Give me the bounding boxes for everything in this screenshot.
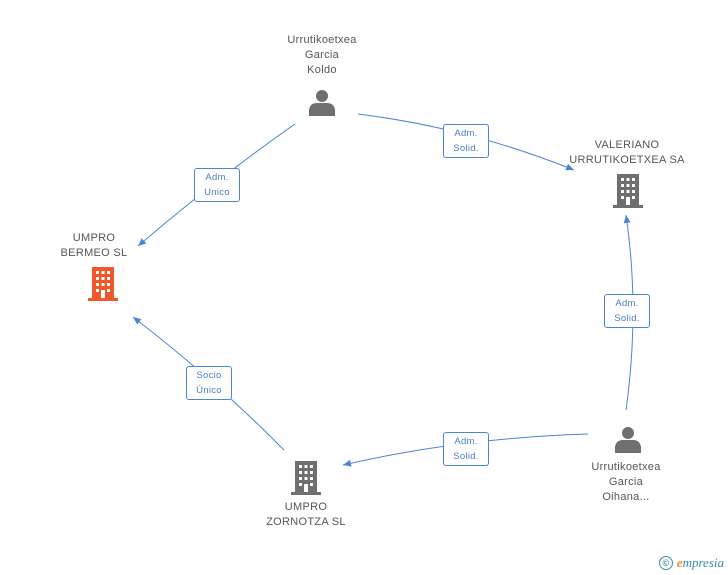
edge-label-koldo-valeriano[interactable]: Adm. Solid. <box>443 124 489 158</box>
building-icon[interactable] <box>612 174 644 208</box>
node-label-line: ZORNOTZA SL <box>266 516 346 528</box>
node-label-line: VALERIANO <box>594 139 660 151</box>
node-label-line: UMPRO <box>284 501 328 513</box>
edge-label-line: Adm. <box>454 128 478 139</box>
person-icon[interactable] <box>614 425 642 453</box>
footer-brand: © empresia <box>658 555 724 571</box>
edge-label-line: Solid. <box>453 143 479 154</box>
node-label-zornotza: UMPRO ZORNOTZA SL <box>246 500 366 530</box>
edge-label-line: Adm. <box>615 298 639 309</box>
building-icon[interactable] <box>290 461 322 495</box>
node-label-line: URRUTIKOETXEA SA <box>569 154 685 166</box>
brand-initial: e <box>676 555 683 570</box>
node-label-line: Garcia <box>608 476 644 488</box>
node-label-bermeo: UMPRO BERMEO SL <box>44 231 144 261</box>
node-label-line: Koldo <box>307 64 337 76</box>
node-label-line: BERMEO SL <box>60 247 128 259</box>
edge-label-line: Unico <box>204 187 230 198</box>
edge-label-line: Adm. <box>454 436 478 447</box>
brand-name: mpresia <box>682 555 724 570</box>
edge-label-line: Socio <box>196 370 222 381</box>
building-icon-highlight[interactable] <box>87 267 119 301</box>
node-label-line: Garcia <box>304 49 340 61</box>
person-icon[interactable] <box>308 88 336 116</box>
edge-label-zornotza-bermeo[interactable]: Socio Único <box>186 366 232 400</box>
node-label-line: Oihana... <box>602 491 650 503</box>
edge-label-oihana-valeriano[interactable]: Adm. Solid. <box>604 294 650 328</box>
node-label-line: UMPRO <box>72 232 116 244</box>
node-label-koldo: Urrutikoetxea Garcia Koldo <box>262 33 382 78</box>
edge-label-line: Adm. <box>205 172 229 183</box>
copyright-icon: © <box>658 556 673 570</box>
edge-label-koldo-bermeo[interactable]: Adm. Unico <box>194 168 240 202</box>
node-label-line: Urrutikoetxea <box>591 461 661 473</box>
brand-logo[interactable]: empresia <box>677 555 724 571</box>
edge-label-line: Solid. <box>453 451 479 462</box>
node-label-line: Urrutikoetxea <box>287 34 357 46</box>
edge-label-line: Solid. <box>614 313 640 324</box>
edge-label-line: Único <box>196 385 222 396</box>
node-label-oihana: Urrutikoetxea Garcia Oihana... <box>566 460 686 505</box>
edge-label-oihana-zornotza[interactable]: Adm. Solid. <box>443 432 489 466</box>
node-label-valeriano: VALERIANO URRUTIKOETXEA SA <box>557 138 697 168</box>
